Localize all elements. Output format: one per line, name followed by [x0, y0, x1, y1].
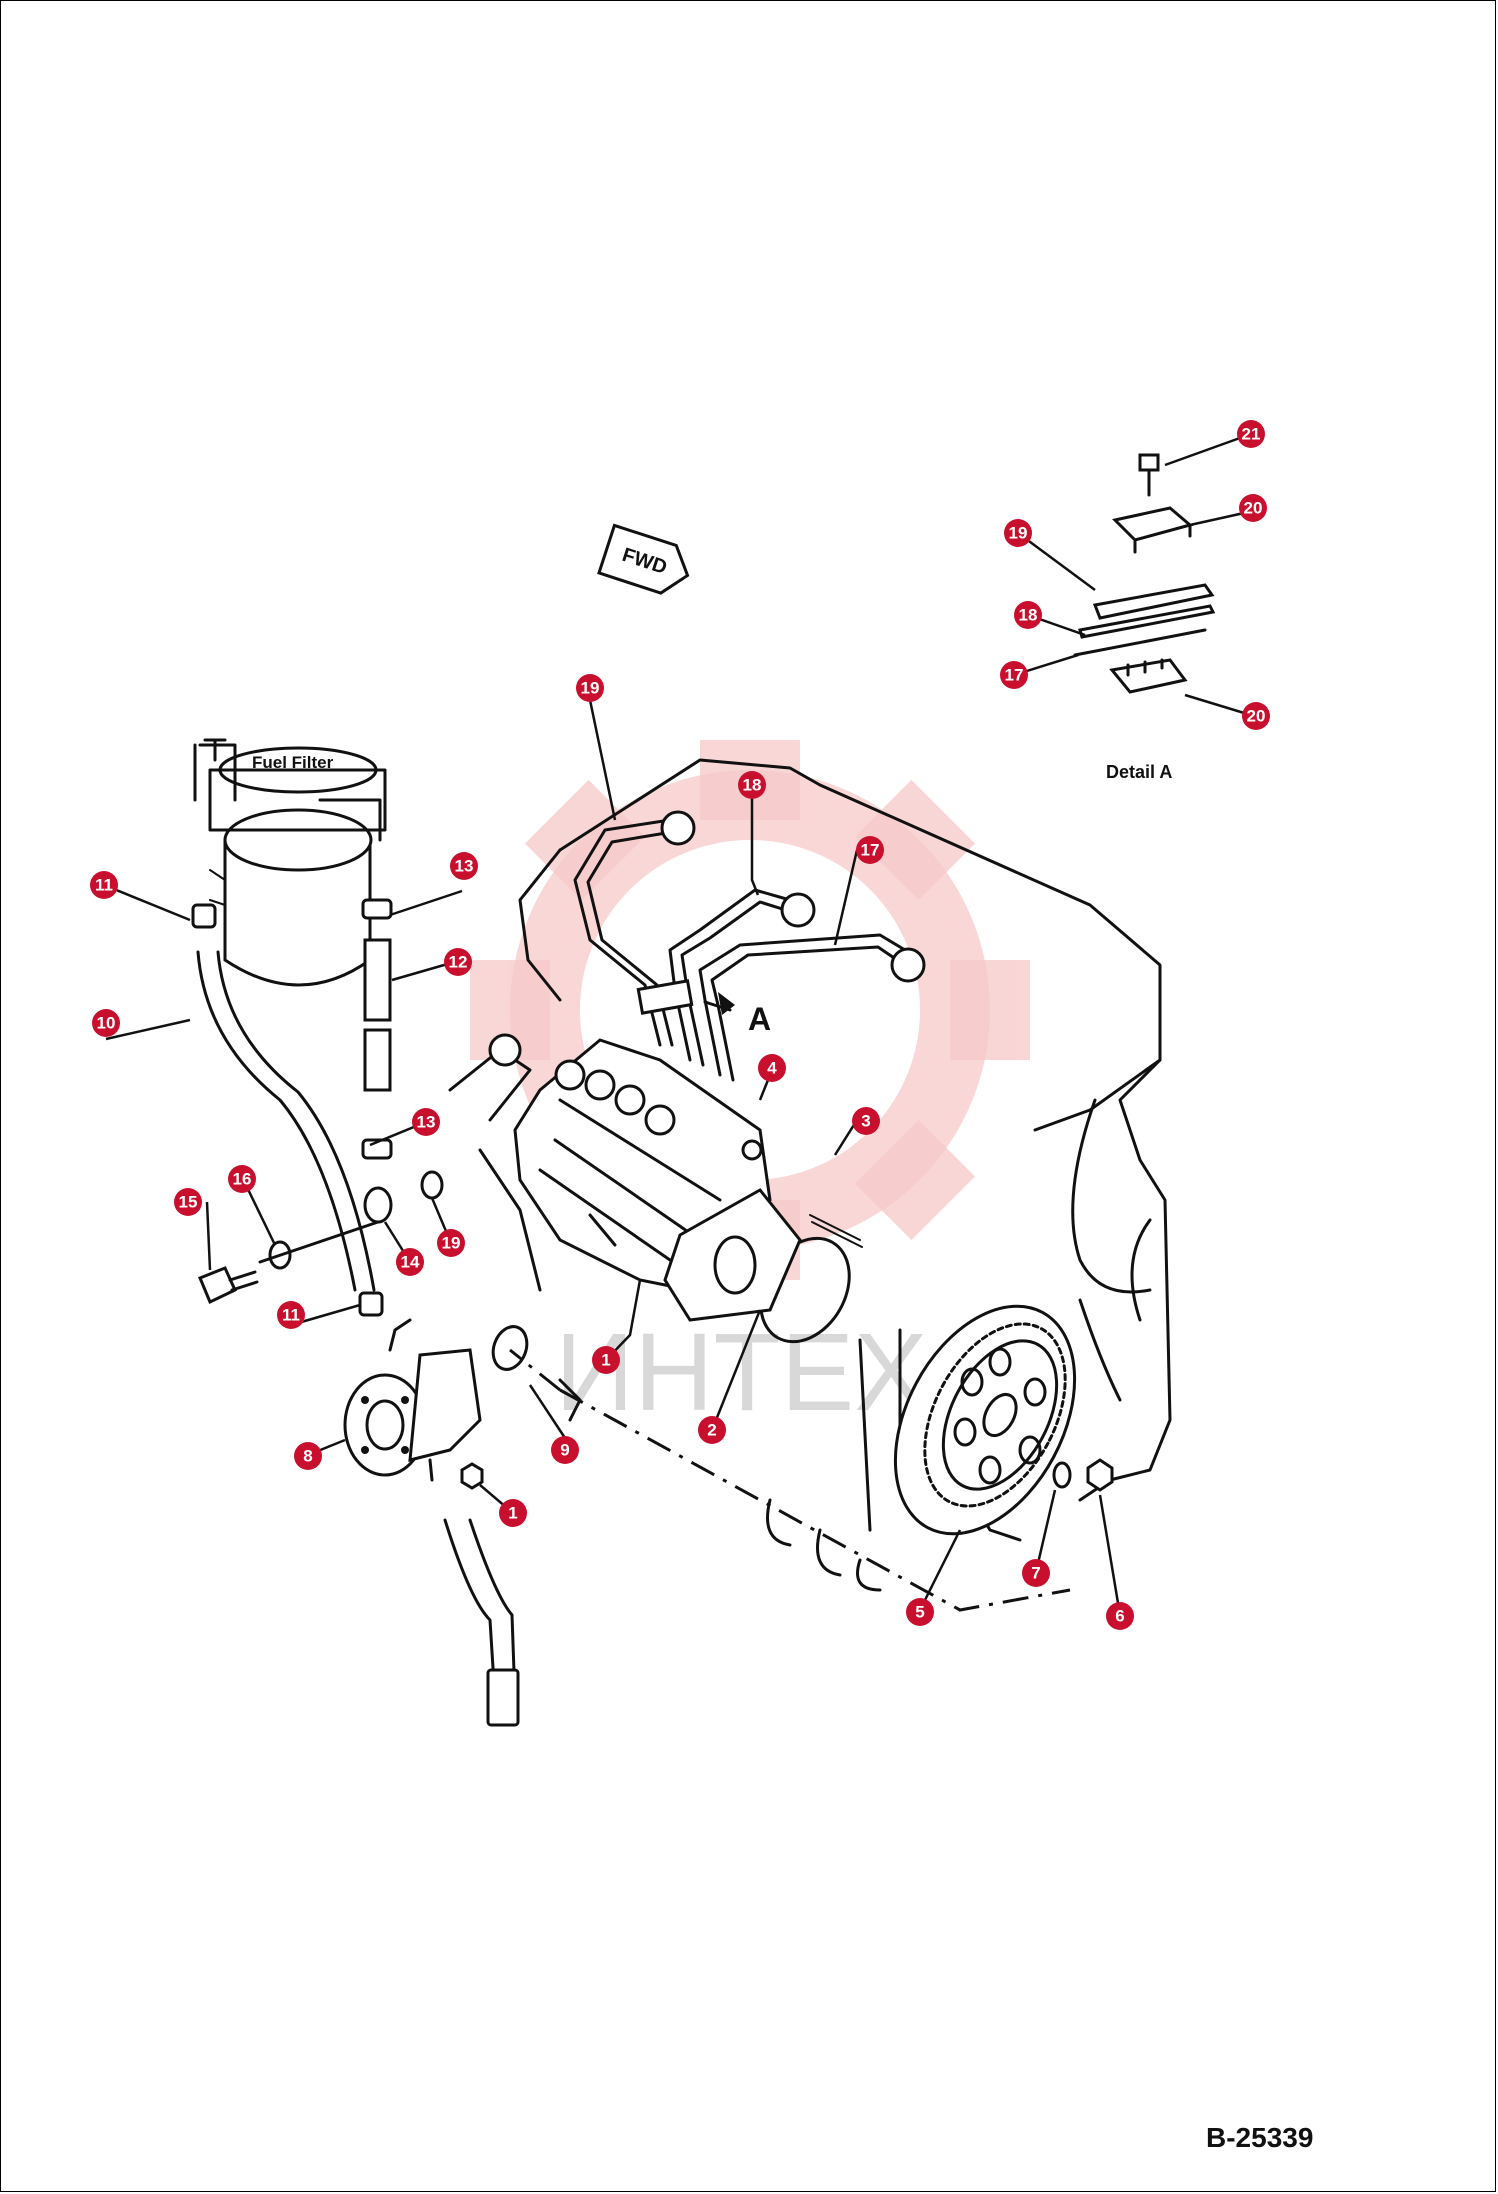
svg-text:20: 20 — [1244, 499, 1263, 518]
callout-7: 7 — [1022, 1559, 1050, 1587]
fuel-hose-10 — [196, 950, 357, 1292]
stud-3 — [809, 1214, 863, 1248]
hose-end — [486, 1668, 520, 1727]
svg-text:2: 2 — [707, 1421, 716, 1440]
svg-text:8: 8 — [303, 1447, 312, 1466]
gear-wheel — [893, 1304, 1077, 1536]
callout-5: 5 — [906, 1598, 934, 1626]
callout-3: 3 — [852, 1107, 880, 1135]
callout-19-gasket: 19 — [437, 1229, 465, 1257]
svg-text:14: 14 — [401, 1253, 420, 1272]
svg-text:4: 4 — [767, 1059, 777, 1078]
fuel-hose-lower — [443, 1518, 497, 1702]
callout-13-lower: 13 — [412, 1108, 440, 1136]
callout-19-detail: 19 — [1004, 519, 1032, 547]
leader-lines — [103, 432, 1255, 1616]
callout-6: 6 — [1106, 1602, 1134, 1630]
callout-11-upper: 11 — [90, 871, 118, 899]
callout-20-bottom: 20 — [1242, 702, 1270, 730]
callout-4: 4 — [758, 1054, 786, 1082]
svg-text:6: 6 — [1115, 1607, 1124, 1626]
drawing-reference: B-25339 — [1206, 2122, 1314, 2153]
svg-text:19: 19 — [581, 679, 600, 698]
injection-pipes — [573, 810, 926, 1082]
detail-a — [1073, 453, 1216, 694]
fuel-hose-10-inner — [216, 950, 376, 1292]
callout-10: 10 — [92, 1009, 120, 1037]
callout-19-pipe: 19 — [576, 674, 604, 702]
washer-7 — [1052, 1461, 1072, 1489]
svg-text:11: 11 — [282, 1306, 300, 1325]
clamp-11-bottom — [358, 1291, 384, 1317]
callout-21: 21 — [1237, 420, 1265, 448]
svg-text:15: 15 — [179, 1193, 198, 1212]
bolt-15-head — [198, 1266, 237, 1305]
svg-text:21: 21 — [1242, 425, 1261, 444]
svg-text:19: 19 — [1009, 524, 1028, 543]
banjo-14 — [363, 1186, 393, 1224]
view-marker-a: A — [748, 1001, 771, 1037]
svg-text:1: 1 — [508, 1504, 517, 1523]
svg-text:20: 20 — [1247, 707, 1266, 726]
callout-13-upper: 13 — [450, 852, 478, 880]
fuel-hose-lower-inner — [468, 1518, 517, 1702]
fuel-filter-label: Fuel Filter — [252, 753, 334, 772]
clamp-11-top — [191, 903, 217, 929]
svg-text:13: 13 — [455, 857, 474, 876]
hose-12-upper — [363, 938, 392, 1022]
callout-15: 15 — [174, 1188, 202, 1216]
svg-text:18: 18 — [1019, 606, 1038, 625]
clamp-13-top — [361, 898, 393, 920]
svg-text:12: 12 — [449, 953, 468, 972]
callout-1-lower: 1 — [499, 1499, 527, 1527]
callout-17-detail: 17 — [1000, 661, 1028, 689]
svg-text:16: 16 — [233, 1170, 252, 1189]
callout-18-detail: 18 — [1014, 601, 1042, 629]
callout-20-top: 20 — [1239, 494, 1267, 522]
bolt-15-shank — [228, 1270, 259, 1292]
callout-16: 16 — [228, 1165, 256, 1193]
nut-4 — [741, 1139, 763, 1161]
callout-1-upper: 1 — [592, 1346, 620, 1374]
callout-17-pipe: 17 — [856, 836, 884, 864]
hose-12-lower — [363, 1028, 392, 1092]
svg-text:1: 1 — [601, 1351, 610, 1370]
svg-text:13: 13 — [417, 1113, 436, 1132]
nut-6 — [1086, 1458, 1114, 1492]
nut-1-lower — [460, 1462, 484, 1490]
callout-8: 8 — [294, 1442, 322, 1470]
callout-9: 9 — [551, 1436, 579, 1464]
feed-pump-8 — [343, 1318, 482, 1482]
svg-text:7: 7 — [1031, 1564, 1040, 1583]
injection-pump — [448, 1033, 802, 1322]
callout-11-lower: 11 — [277, 1301, 305, 1329]
engine-block — [509, 758, 1172, 1612]
fwd-arrow-icon — [597, 523, 690, 595]
svg-text:3: 3 — [861, 1112, 870, 1131]
callout-18-pipe: 18 — [738, 771, 766, 799]
svg-text:17: 17 — [861, 841, 880, 860]
svg-text:18: 18 — [743, 776, 762, 795]
svg-text:9: 9 — [560, 1441, 569, 1460]
o-ring-9 — [491, 1325, 529, 1371]
callout-12: 12 — [444, 948, 472, 976]
gasket-16 — [268, 1240, 292, 1270]
svg-text:10: 10 — [97, 1014, 116, 1033]
svg-text:11: 11 — [95, 876, 113, 895]
gasket-19 — [420, 1170, 444, 1200]
fuel-filter — [193, 738, 387, 987]
callout-14: 14 — [396, 1248, 424, 1276]
callout-2: 2 — [698, 1416, 726, 1444]
svg-text:17: 17 — [1005, 666, 1024, 685]
banjo-line — [258, 1220, 380, 1264]
svg-text:19: 19 — [442, 1234, 461, 1253]
detail-a-label: Detail A — [1106, 762, 1172, 782]
svg-text:5: 5 — [915, 1603, 924, 1622]
